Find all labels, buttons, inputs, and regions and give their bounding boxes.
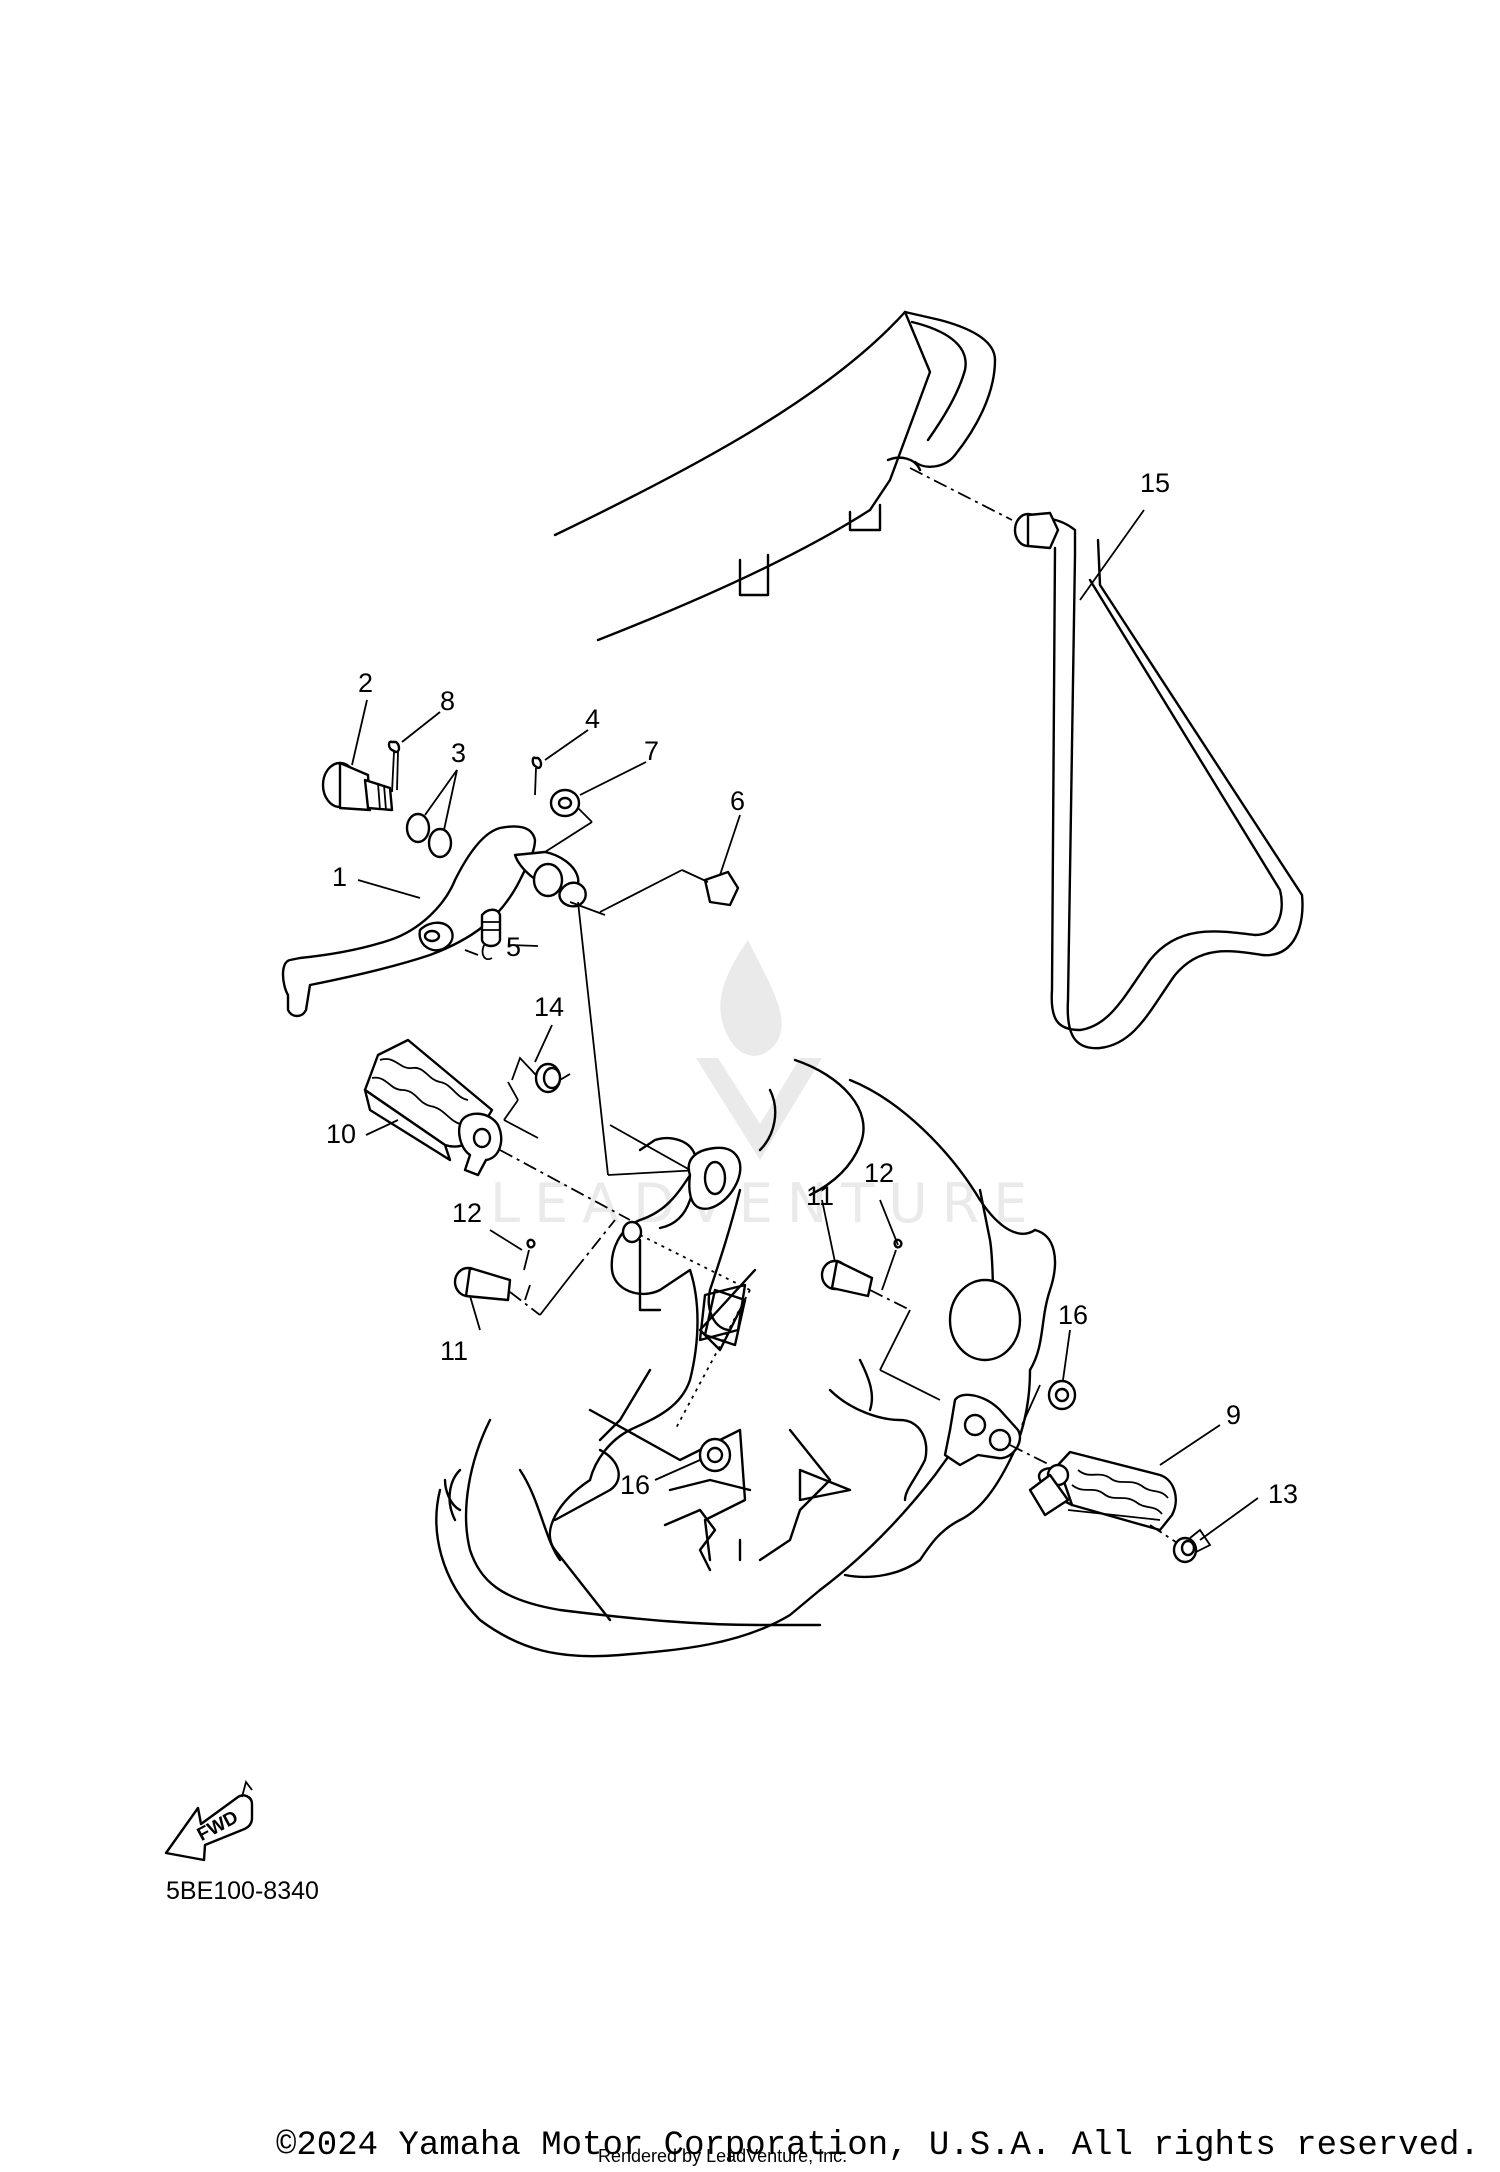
callout-labels: 1 2 3 4 5 6 7 8 9 10 11 11 12 12 13 14 1… bbox=[326, 468, 1298, 1509]
pin-6 bbox=[599, 869, 740, 913]
dotted-line-b bbox=[674, 1289, 751, 1431]
callout-4: 4 bbox=[585, 704, 600, 734]
callout-2: 2 bbox=[358, 668, 373, 698]
clip-13 bbox=[1172, 1528, 1212, 1564]
watermark-text: LEADVENTURE bbox=[490, 1172, 1041, 1235]
pivot-bolt-2 bbox=[321, 761, 394, 812]
pin-left-12 bbox=[523, 1238, 536, 1271]
rear-fender-seat bbox=[553, 310, 1013, 642]
part-code: 5BE100-8340 bbox=[166, 1877, 319, 1905]
washer-7 bbox=[544, 788, 593, 853]
callout-1: 1 bbox=[332, 862, 347, 892]
callout-leaders bbox=[351, 509, 1259, 1541]
return-spring-5 bbox=[464, 908, 502, 960]
cotter-pin-4 bbox=[531, 756, 543, 796]
left-mount-hole bbox=[621, 1220, 643, 1244]
callout-10: 10 bbox=[326, 1119, 356, 1149]
copyright-notice: ©2024 Yamaha Motor Corporation, U.S.A. A… bbox=[276, 2127, 1480, 2165]
brake-pedal-1 bbox=[281, 825, 701, 1176]
o-rings-3 bbox=[405, 812, 453, 859]
fwd-arrow-icon: FWD bbox=[164, 1779, 254, 1862]
footrest-spring-14 bbox=[503, 1056, 571, 1139]
callout-3: 3 bbox=[451, 738, 466, 768]
dotted-line-a bbox=[639, 1234, 751, 1291]
footrest-right-9 bbox=[1028, 1450, 1186, 1549]
cotter-pin-8 bbox=[387, 740, 401, 793]
callout-7: 7 bbox=[644, 736, 659, 766]
callout-8: 8 bbox=[440, 686, 455, 716]
bushing-right-16 bbox=[1047, 1379, 1077, 1411]
callout-6: 6 bbox=[730, 786, 745, 816]
frame-engine bbox=[435, 1058, 1057, 1658]
frame-tab bbox=[703, 1288, 747, 1347]
callout-13: 13 bbox=[1268, 1479, 1298, 1509]
bolt-left-11 bbox=[453, 1266, 576, 1316]
callout-11-left: 11 bbox=[440, 1336, 468, 1366]
footrest-left-10 bbox=[363, 1038, 631, 1221]
rendered-by-notice: Rendered by LeadVenture, Inc. bbox=[598, 2146, 847, 2166]
callout-12-right: 12 bbox=[864, 1158, 894, 1188]
callout-16-right: 16 bbox=[1058, 1300, 1088, 1330]
callout-5: 5 bbox=[506, 932, 521, 962]
callout-15: 15 bbox=[1140, 468, 1170, 498]
callout-14: 14 bbox=[534, 992, 564, 1022]
callout-12-left: 12 bbox=[452, 1198, 482, 1228]
callout-9: 9 bbox=[1226, 1400, 1241, 1430]
callout-16-left: 16 bbox=[620, 1470, 650, 1500]
left-mount-line bbox=[574, 1219, 616, 1271]
right-footrest-bracket bbox=[943, 1384, 1051, 1467]
callout-11-right: 11 bbox=[806, 1181, 834, 1211]
leadventure-watermark: LEADVENTURE bbox=[490, 940, 1041, 1235]
sidestand-15 bbox=[1013, 511, 1304, 1050]
bushing-left-16 bbox=[698, 1437, 732, 1473]
brake-rod bbox=[609, 1124, 742, 1210]
bolt-right-11 bbox=[820, 1238, 941, 1401]
